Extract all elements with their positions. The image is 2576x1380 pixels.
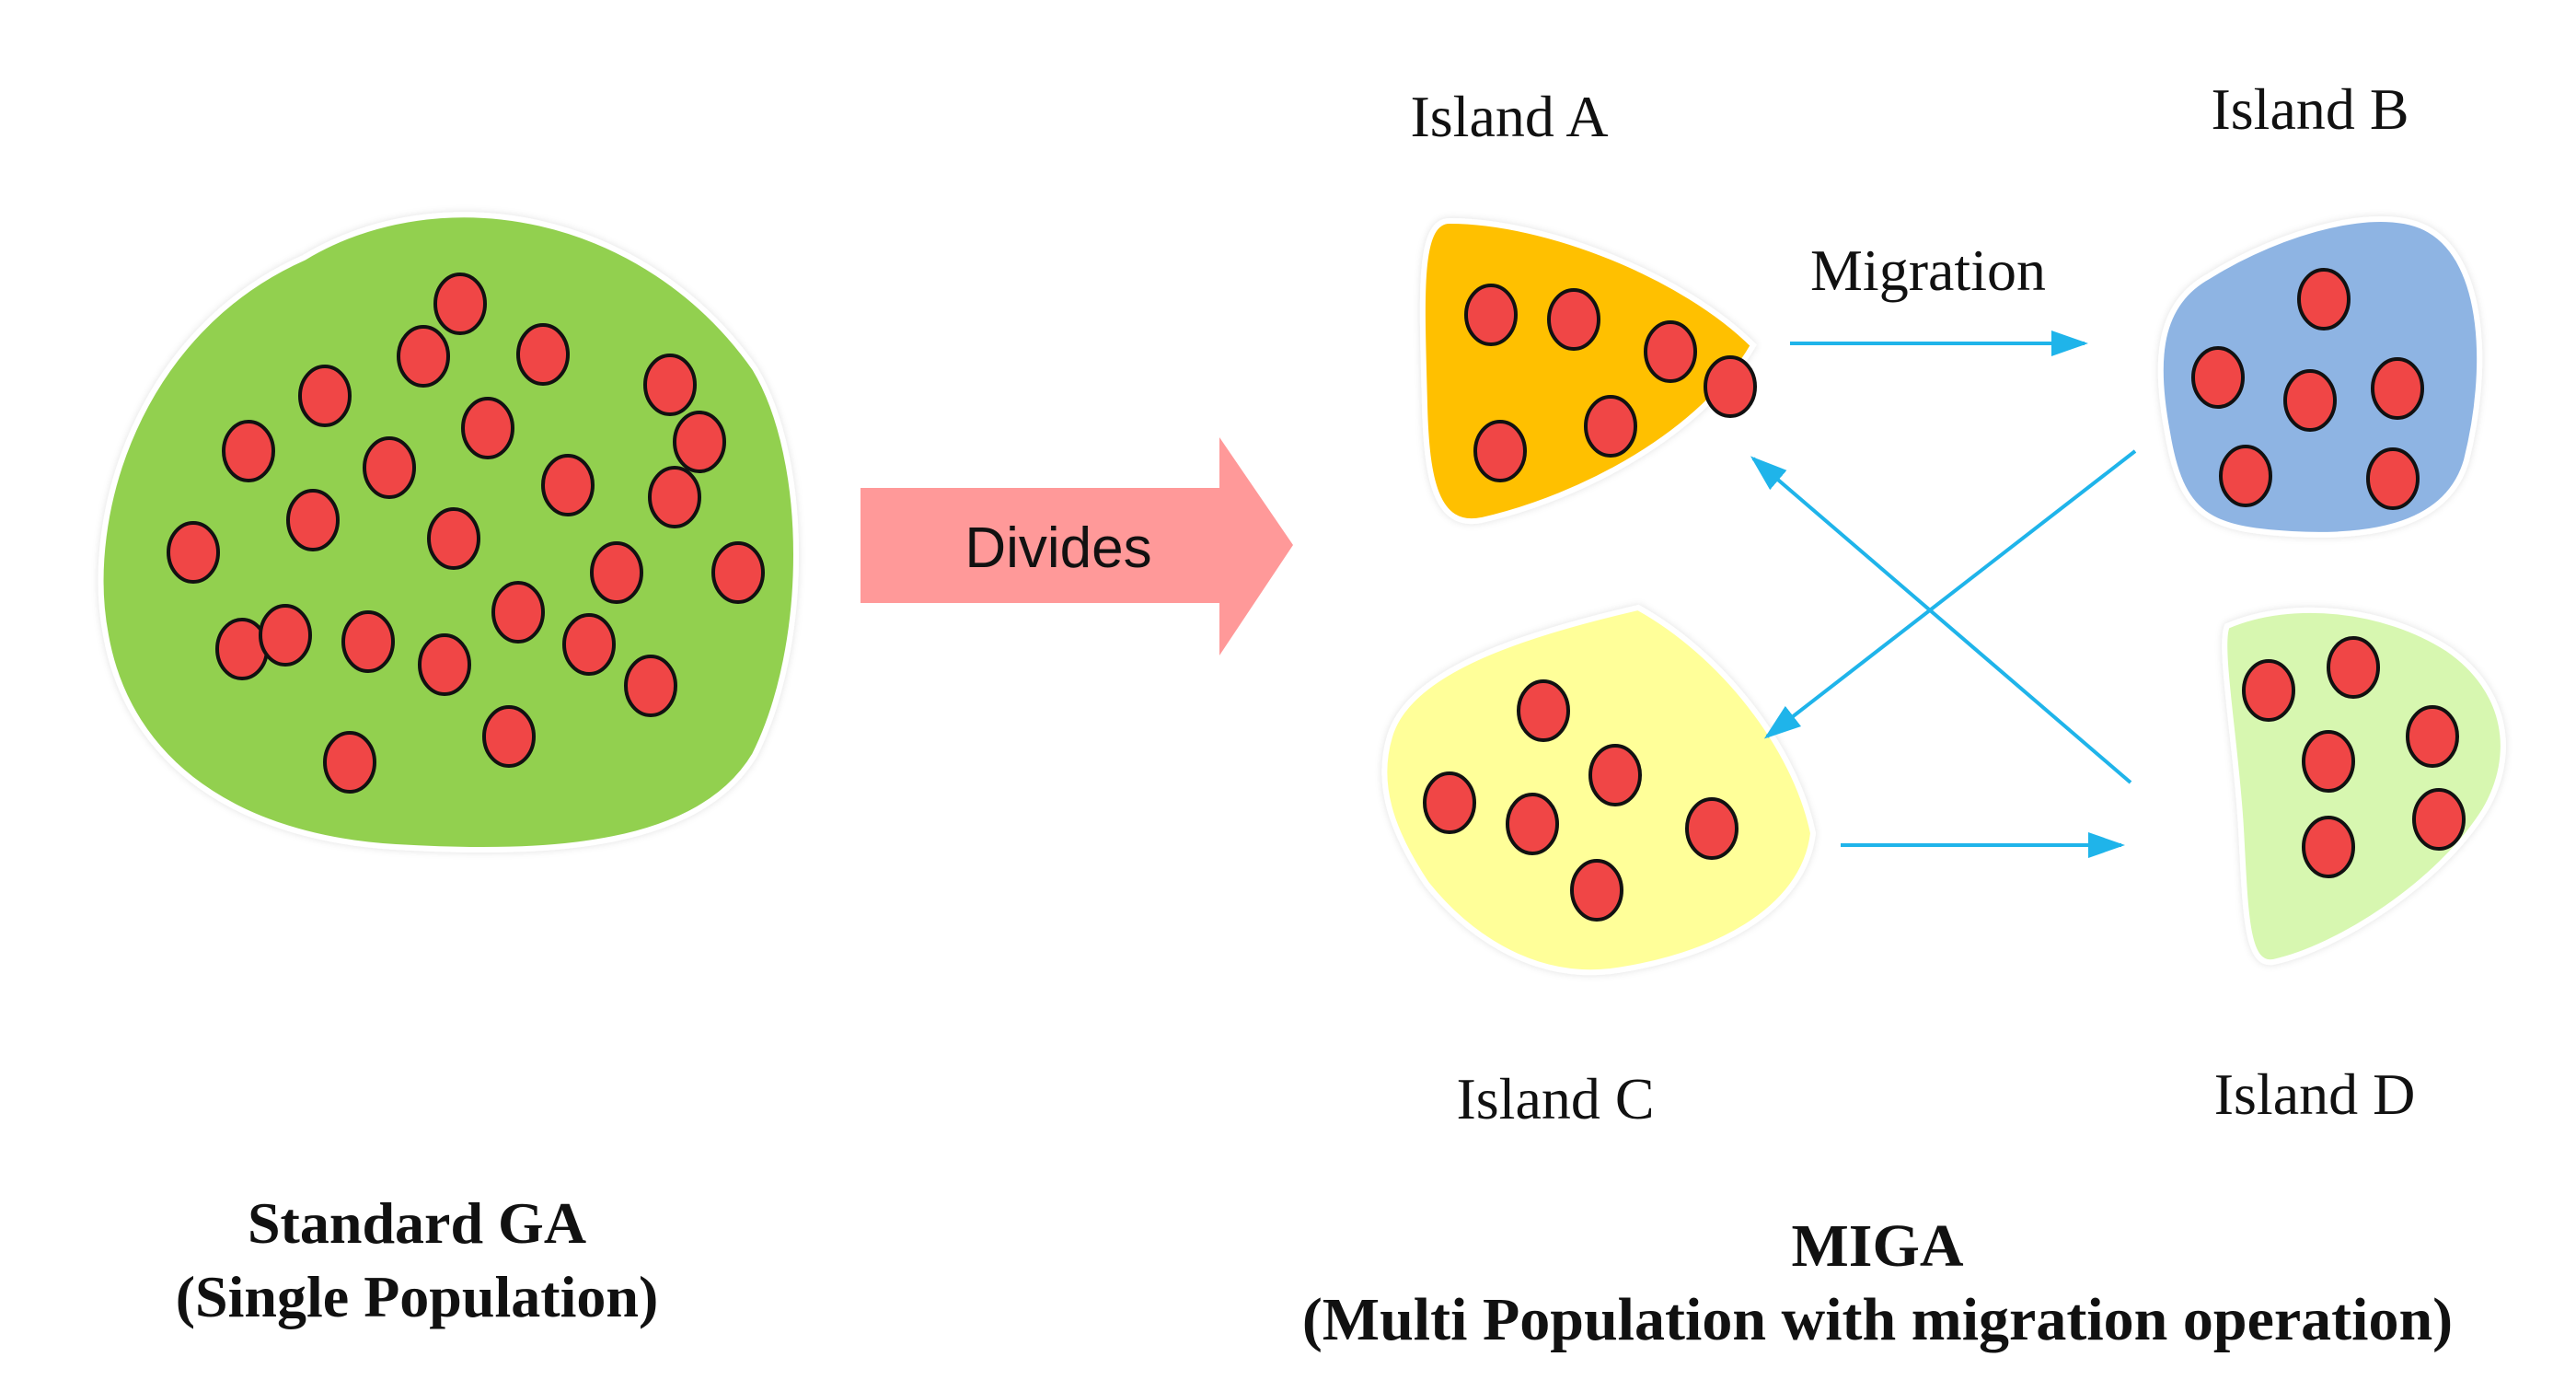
right-caption-title: MIGA <box>1792 1212 1964 1280</box>
individual-dot <box>624 655 677 717</box>
individual-dot <box>341 610 395 673</box>
divides-label: Divides <box>965 516 1151 580</box>
individual-dot <box>461 397 514 459</box>
individual-dot <box>2191 346 2245 409</box>
island-b-label: Island B <box>2211 76 2409 142</box>
individual-dot <box>427 507 480 570</box>
individual-dot <box>1588 744 1642 806</box>
individual-dot <box>2371 357 2424 420</box>
divides-arrow <box>861 437 1293 655</box>
left-caption-subtitle: (Single Population) <box>176 1264 659 1329</box>
individual-dot <box>363 436 416 499</box>
migration-label: Migration <box>1810 238 2046 303</box>
individual-dot <box>673 411 726 473</box>
individual-dot <box>167 521 220 584</box>
individual-dot <box>491 581 545 644</box>
individual-dot <box>1464 284 1518 346</box>
individual-dot <box>516 323 570 386</box>
individual-dot <box>323 731 376 794</box>
individual-dot <box>2366 447 2420 510</box>
individual-dot <box>2406 705 2459 768</box>
individual-dot <box>648 466 701 528</box>
individual-dot <box>590 541 643 604</box>
individual-dot <box>643 354 697 416</box>
individual-dot <box>1423 771 1476 834</box>
left-caption-title: Standard GA <box>248 1190 586 1256</box>
individual-dot <box>1570 859 1623 922</box>
individual-dot <box>1685 797 1739 860</box>
individual-dot <box>2297 268 2351 331</box>
individual-dot <box>482 705 536 768</box>
individual-dot <box>298 365 352 427</box>
island-a-label: Island A <box>1410 84 1608 149</box>
island-d-label: Island D <box>2214 1061 2416 1127</box>
individual-dot <box>1644 320 1697 383</box>
individual-dot <box>562 613 616 676</box>
individual-dot <box>2242 659 2295 722</box>
individual-dot <box>1704 355 1757 418</box>
right-caption-subtitle: (Multi Population with migration operati… <box>1302 1286 2453 1353</box>
individual-dot <box>541 454 595 516</box>
island-b-individuals <box>2191 268 2424 510</box>
island-d-individuals <box>2242 636 2466 878</box>
migration-arrow-d-to-a <box>1750 456 2132 784</box>
individual-dot <box>1584 395 1637 458</box>
individual-dot <box>1517 679 1570 742</box>
individual-dot <box>222 420 275 482</box>
individual-dot <box>2302 816 2355 878</box>
individual-dot <box>2412 788 2466 851</box>
individual-dot <box>418 633 471 696</box>
migration-arrow-b-to-c <box>1763 449 2137 739</box>
island-c-individuals <box>1423 679 1739 922</box>
island-c-label: Island C <box>1456 1066 1654 1131</box>
individual-dot <box>397 325 450 388</box>
individual-dot <box>433 273 487 335</box>
individual-dot <box>2219 445 2272 507</box>
individual-dot <box>2327 636 2380 699</box>
individual-dot <box>1547 288 1600 351</box>
individual-dot <box>1506 793 1559 855</box>
individual-dot <box>259 604 312 667</box>
individual-dot <box>286 489 340 551</box>
single-population-individuals <box>167 273 765 794</box>
island-a-individuals <box>1464 284 1757 482</box>
individual-dot <box>1473 420 1527 482</box>
individual-dot <box>2283 369 2337 432</box>
island-a-blob <box>1419 217 1757 525</box>
individual-dot <box>711 541 765 604</box>
individual-dot <box>2302 730 2355 793</box>
